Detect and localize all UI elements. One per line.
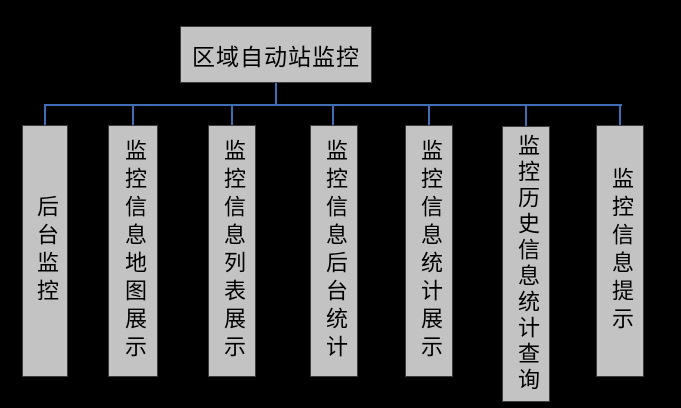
- node-label: 后台监控: [33, 195, 58, 307]
- node-label: 监控信息统计展示: [417, 139, 442, 363]
- connector-drop-7: [619, 104, 621, 126]
- connector-drop-4: [332, 104, 334, 126]
- node-monitoring-info-map-display: 监控信息地图展示: [108, 125, 158, 377]
- connector-drop-3: [231, 104, 233, 126]
- node-monitoring-history-statistics-query: 监控历史信息统计查询: [502, 126, 550, 402]
- node-backend-monitoring: 后台监控: [22, 125, 68, 377]
- node-monitoring-info-statistics-display: 监控信息统计展示: [405, 125, 453, 377]
- node-label: 监控信息地图展示: [121, 139, 146, 363]
- node-root-region-auto-station-monitoring: 区域自动站监控: [180, 26, 372, 83]
- connector-drop-6: [525, 104, 527, 126]
- node-monitoring-info-list-display: 监控信息列表展示: [208, 125, 256, 377]
- root-node-label: 区域自动站监控: [192, 44, 360, 71]
- connector-drop-2: [132, 104, 134, 126]
- node-monitoring-info-backend-statistics: 监控信息后台统计: [310, 125, 358, 377]
- connector-drop-1: [44, 104, 46, 126]
- node-label: 监控历史信息统计查询: [514, 134, 539, 394]
- connector-drop-5: [428, 104, 430, 126]
- node-label: 监控信息列表展示: [220, 139, 245, 363]
- node-label: 监控信息提示: [608, 167, 633, 335]
- node-monitoring-info-prompt: 监控信息提示: [596, 125, 644, 377]
- node-label: 监控信息后台统计: [322, 139, 347, 363]
- connector-stem: [275, 83, 277, 105]
